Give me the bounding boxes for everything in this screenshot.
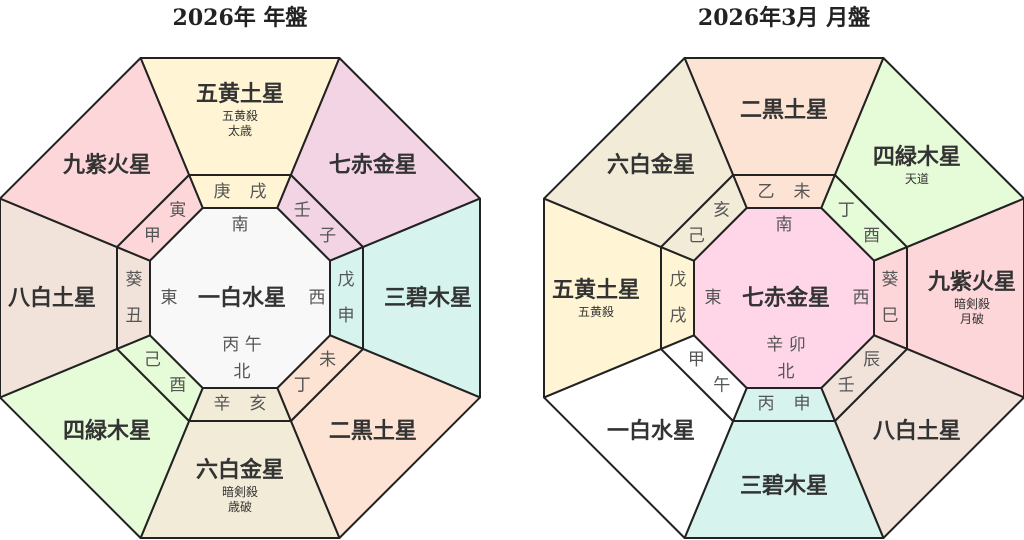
stem-branch-label: 寅 xyxy=(169,200,186,220)
stem-branch-label: 丑 xyxy=(126,306,143,326)
sector-east: 八白土星 葵丑 xyxy=(0,197,151,399)
stem-branch-label: 己 xyxy=(144,350,161,370)
sector-north: 三碧木星 丙申 xyxy=(683,387,885,539)
chart-title: 2026年 年盤 xyxy=(173,5,309,31)
chart-title: 2026年3月 月盤 xyxy=(698,5,871,31)
stem-branch-label: 葵 xyxy=(126,270,143,290)
direction-east: 東 xyxy=(161,288,178,308)
direction-east: 東 xyxy=(705,288,722,308)
direction-south: 南 xyxy=(232,215,249,235)
stem-branch-label: 乙 xyxy=(758,182,775,202)
stem-branch-label: 丁 xyxy=(294,376,311,396)
center-octagon xyxy=(149,207,331,389)
center-star-label: 一白水星 xyxy=(198,285,286,311)
star-annotation: 月破 xyxy=(960,311,984,326)
star-label: 五黄土星 xyxy=(552,277,640,303)
star-annotation: 太歳 xyxy=(228,123,252,138)
star-label: 四緑木星 xyxy=(63,418,151,444)
stem-branch-label: 丁 xyxy=(838,200,855,220)
stem-branch-label: 午 xyxy=(713,376,730,396)
center-palace: 一白水星 南東 西丙 午北 xyxy=(149,207,331,389)
stem-branch-label: 酉 xyxy=(169,376,186,396)
sector-ring-area xyxy=(116,246,151,350)
star-annotation: 暗剣殺 xyxy=(954,296,990,311)
center-stems: 丙 午 xyxy=(222,335,261,355)
stem-branch-label: 戊 xyxy=(338,270,355,290)
center-palace: 七赤金星 南東 西辛 卯北 xyxy=(693,207,875,389)
stem-branch-label: 壬 xyxy=(294,200,311,220)
stem-branch-label: 亥 xyxy=(713,200,730,220)
direction-north: 北 xyxy=(234,362,251,382)
sector-ring-area xyxy=(732,387,836,422)
stem-branch-label: 未 xyxy=(319,350,336,370)
direction-west: 西 xyxy=(853,288,870,308)
star-annotation: 五黄殺 xyxy=(222,109,258,123)
stem-branch-label: 戊 xyxy=(670,270,687,290)
star-label: 五黄土星 xyxy=(196,81,284,107)
stem-branch-label: 葵 xyxy=(882,270,899,290)
star-label: 四緑木星 xyxy=(873,144,961,170)
sector-ring-area xyxy=(873,246,908,350)
stem-branch-label: 己 xyxy=(688,226,705,246)
star-label: 六白金星 xyxy=(196,457,284,483)
stem-branch-label: 壬 xyxy=(838,376,855,396)
star-label: 二黒土星 xyxy=(329,418,417,444)
stem-branch-label: 庚 xyxy=(214,182,231,202)
sector-ring-area xyxy=(660,246,695,350)
center-star-label: 七赤金星 xyxy=(742,285,830,311)
sector-northwest: 二黒土星 未丁 xyxy=(276,334,481,539)
direction-north: 北 xyxy=(778,362,795,382)
star-label: 九紫火星 xyxy=(62,152,151,178)
sector-ring-area xyxy=(732,174,836,209)
stem-branch-label: 巳 xyxy=(882,306,899,326)
star-annotation: 五黄殺 xyxy=(578,305,614,319)
star-annotation: 暗剣殺 xyxy=(222,484,258,499)
star-label: 一白水星 xyxy=(607,418,695,444)
stem-branch-label: 戌 xyxy=(670,306,687,326)
star-annotation: 天道 xyxy=(905,172,929,186)
center-stems: 辛 卯 xyxy=(766,335,805,355)
center-octagon xyxy=(693,207,875,389)
star-label: 七赤金星 xyxy=(329,152,417,178)
star-annotation: 歳破 xyxy=(228,499,252,514)
sector-northeast: 一白水星 甲午 xyxy=(543,334,748,539)
sector-ring-area xyxy=(188,174,292,209)
stem-branch-label: 酉 xyxy=(863,226,880,246)
stem-branch-label: 甲 xyxy=(688,350,705,370)
star-label: 六白金星 xyxy=(607,152,695,178)
star-label: 九紫火星 xyxy=(927,269,1016,295)
star-label: 三碧木星 xyxy=(384,285,472,311)
chart-year: 2026年 年盤五黄土星五黄殺太歳庚戌七赤金星壬子三碧木星戊申二黒土星未丁六白金… xyxy=(0,5,481,539)
stem-branch-label: 未 xyxy=(794,182,811,202)
sector-ring-area xyxy=(188,387,292,422)
stem-branch-label: 丙 xyxy=(758,394,775,414)
sector-north: 六白金星暗剣殺歳破 辛亥 xyxy=(139,387,341,539)
star-label: 八白土星 xyxy=(8,285,96,311)
chart-month: 2026年3月 月盤二黒土星乙未 四緑木星天道丁酉九紫火星暗剣殺月破 葵巳八白土星 辰… xyxy=(543,5,1024,539)
stem-branch-label: 亥 xyxy=(250,394,267,414)
stem-branch-label: 戌 xyxy=(250,182,267,202)
stem-branch-label: 子 xyxy=(319,226,336,246)
direction-west: 西 xyxy=(309,288,326,308)
star-label: 二黒土星 xyxy=(740,97,828,123)
stem-branch-label: 申 xyxy=(794,394,811,414)
direction-south: 南 xyxy=(776,215,793,235)
stem-branch-label: 申 xyxy=(338,306,355,326)
stem-branch-label: 辰 xyxy=(863,350,880,370)
star-label: 八白土星 xyxy=(873,418,961,444)
stem-branch-label: 辛 xyxy=(214,394,231,414)
sector-ring-area xyxy=(329,246,364,350)
stem-branch-label: 甲 xyxy=(144,226,161,246)
star-label: 三碧木星 xyxy=(740,473,828,499)
